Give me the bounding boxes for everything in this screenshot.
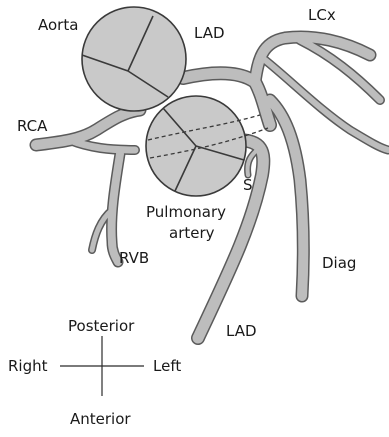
orientation-compass: Posterior Right Left Anterior (8, 317, 181, 428)
label-right: Right (8, 357, 48, 375)
label-posterior: Posterior (68, 317, 135, 335)
label-septal: S (243, 176, 253, 194)
label-lad-bottom: LAD (226, 322, 257, 340)
pulmonary-valve (146, 96, 246, 196)
label-pulmonary-line1: Pulmonary (146, 203, 226, 221)
label-lad-top: LAD (194, 24, 225, 42)
aortic-valve (82, 7, 186, 111)
label-diag: Diag (322, 254, 356, 272)
label-anterior: Anterior (70, 410, 131, 428)
label-rvb: RVB (119, 249, 149, 267)
label-rca: RCA (17, 117, 48, 135)
label-lcx: LCx (308, 6, 336, 24)
label-left: Left (153, 357, 181, 375)
label-pulmonary-line2: artery (169, 224, 215, 242)
label-aorta: Aorta (38, 16, 78, 34)
